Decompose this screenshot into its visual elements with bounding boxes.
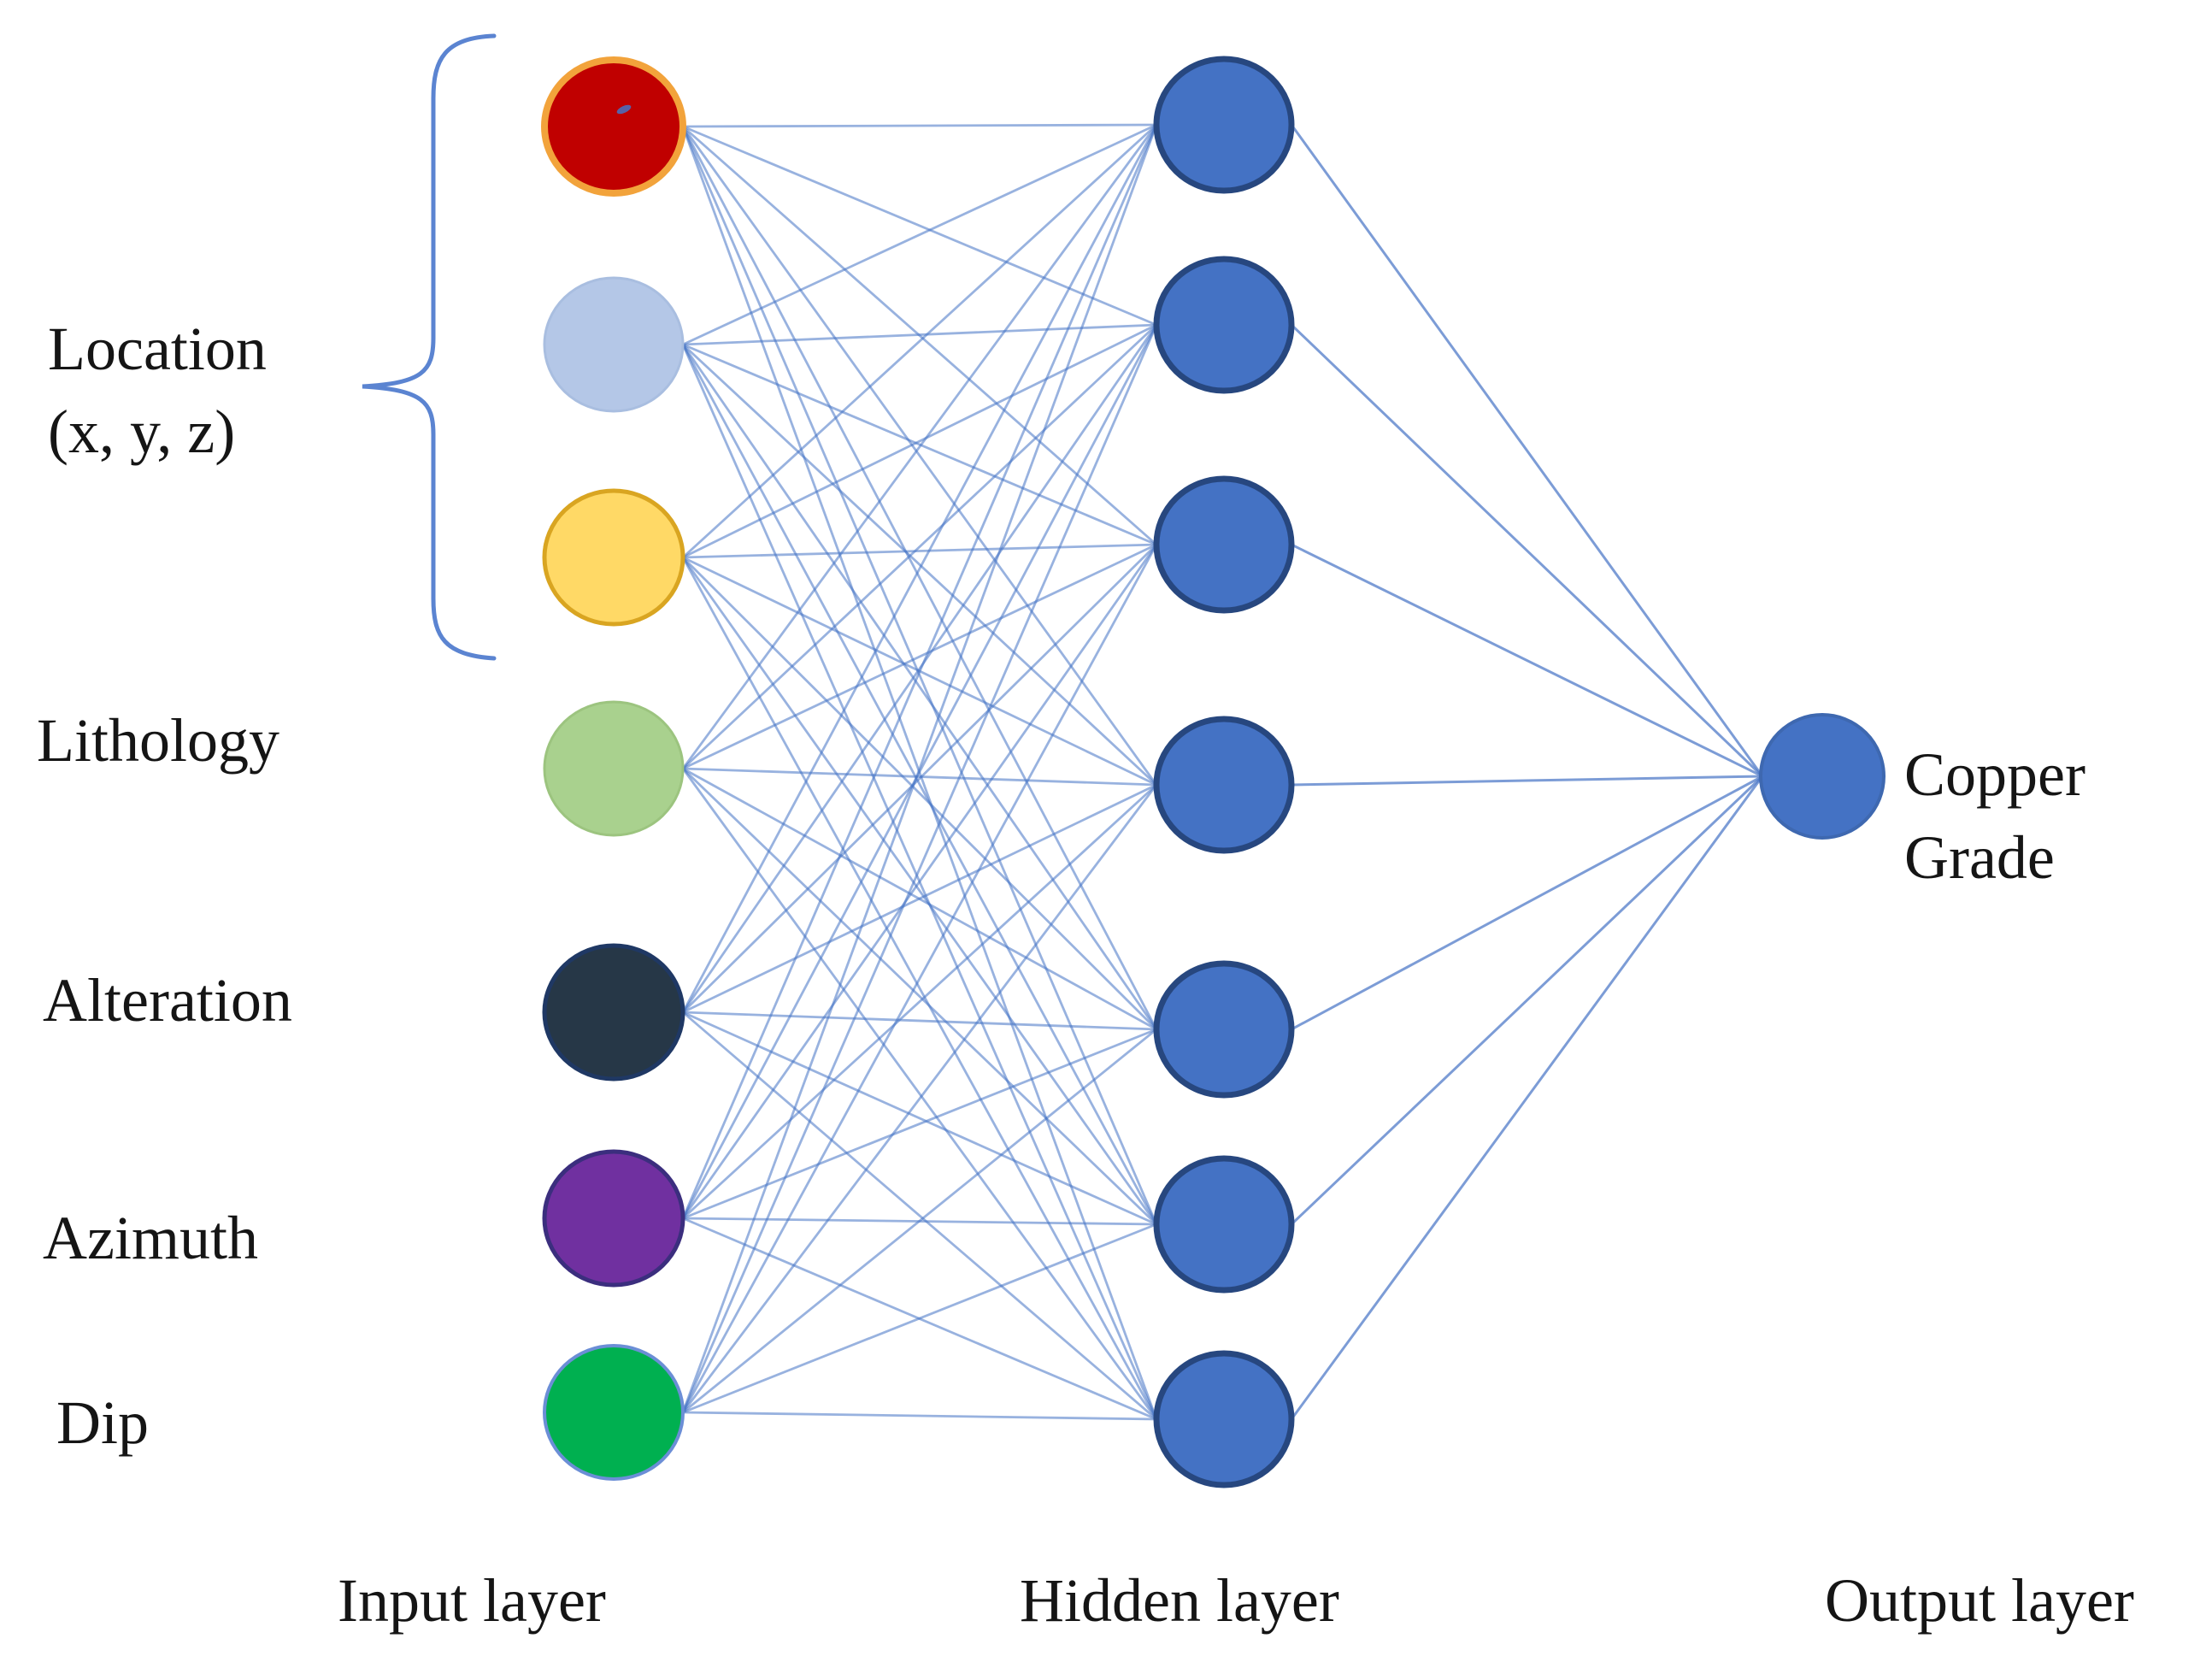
location-label-line2: (x, y, z) [48, 398, 236, 466]
edge-input-hidden [682, 544, 1157, 1013]
edge-input-hidden [682, 1223, 1157, 1414]
hidden-node [1153, 475, 1295, 614]
edge-input-hidden [682, 1411, 1157, 1421]
hidden-node [1153, 256, 1295, 394]
output-node-copper-grade [1759, 713, 1885, 840]
edge-input-hidden [681, 557, 1158, 1225]
edge-input-hidden [682, 543, 1157, 559]
edge-input-hidden [681, 344, 1158, 1225]
edge-input-hidden [682, 323, 1157, 770]
edge-input-hidden [682, 343, 1157, 546]
lithology-label: Lithology [37, 706, 279, 775]
edge-input-hidden [682, 1011, 1157, 1031]
edge-input-hidden [682, 323, 1157, 346]
edge-input-hidden [681, 544, 1158, 1219]
edge-input-hidden [681, 126, 1158, 786]
hidden-layer-caption: Hidden layer [1020, 1566, 1339, 1635]
edge-hidden-output [1290, 775, 1764, 1420]
edge-input-hidden [682, 557, 1157, 1030]
location-label-line1: Location [48, 315, 267, 383]
edge-input-hidden [682, 543, 1157, 770]
edge-input-hidden [681, 124, 1158, 1413]
input-layer-caption: Input layer [338, 1566, 606, 1635]
alteration-label: Alteration [43, 966, 292, 1034]
edge-input-hidden [681, 126, 1158, 1030]
edge-input-hidden [681, 124, 1158, 1013]
edge-input-hidden [682, 767, 1157, 1226]
edge-input-hidden [682, 767, 1157, 787]
input-node-lithology [543, 700, 685, 837]
input-node-location-y [543, 276, 685, 413]
hidden-node [1153, 960, 1295, 1099]
edge-input-hidden [681, 324, 1158, 1413]
edge-hidden-output [1291, 775, 1763, 1031]
edge-input-hidden [681, 344, 1158, 1030]
edge-hidden-output [1291, 775, 1763, 787]
edge-input-hidden [682, 783, 1157, 1220]
hidden-node [1153, 1155, 1295, 1294]
input-node-location-x [541, 56, 686, 197]
output-layer-caption: Output layer [1825, 1566, 2134, 1635]
location-label: Location (x, y, z) [48, 308, 267, 474]
stray-mark [616, 104, 632, 115]
input-node-alteration [542, 943, 685, 1082]
edge-input-hidden [682, 1028, 1157, 1414]
edge-hidden-output [1290, 775, 1764, 1226]
copper-grade-label: Copper Grade [1904, 734, 2086, 899]
edge-input-hidden [682, 343, 1157, 787]
input-node-location-z [542, 488, 685, 627]
edge-input-hidden [681, 784, 1158, 1413]
edge-input-hidden [681, 768, 1158, 1420]
edge-input-hidden [682, 123, 1157, 128]
location-group-brace [362, 33, 497, 661]
edge-input-hidden [682, 783, 1157, 1014]
input-node-azimuth [542, 1149, 685, 1288]
edge-input-hidden [682, 125, 1157, 327]
copper-grade-line2: Grade [1904, 823, 2055, 892]
hidden-node [1153, 56, 1295, 194]
edge-input-hidden [682, 123, 1157, 559]
dip-label: Dip [56, 1388, 149, 1457]
edge-input-hidden [682, 1011, 1157, 1226]
edge-input-hidden [682, 123, 1157, 346]
input-node-dip [543, 1344, 685, 1481]
edge-input-hidden [682, 1028, 1157, 1220]
edge-input-hidden [682, 1011, 1157, 1421]
edge-input-hidden [681, 544, 1158, 1413]
edge-hidden-output [1290, 323, 1764, 778]
edge-hidden-output [1291, 543, 1763, 778]
edge-input-hidden [682, 323, 1157, 559]
copper-grade-line1: Copper [1904, 740, 2086, 809]
hidden-node [1153, 1350, 1295, 1488]
azimuth-label: Azimuth [43, 1204, 258, 1272]
edge-input-hidden [681, 124, 1158, 1219]
edge-hidden-output [1290, 124, 1764, 777]
edge-input-hidden [681, 557, 1158, 1420]
edge-input-hidden [681, 126, 1158, 1225]
hidden-node [1153, 716, 1295, 854]
edge-input-hidden [681, 124, 1158, 769]
